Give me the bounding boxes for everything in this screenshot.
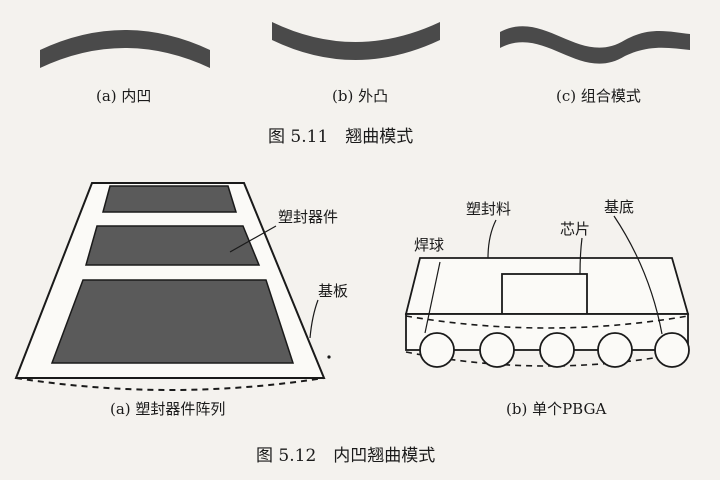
label-molding: 塑封料 [466,200,511,218]
label-solder: 焊球 [414,236,444,254]
component-row-2 [85,225,261,266]
leader-base [613,215,663,335]
solder-ball [419,332,455,368]
leader-chip [579,237,583,275]
figure-5-11-title: 图 5.11 翘曲模式 [268,127,413,147]
caption-array: (a) 塑封器件阵列 [110,400,225,418]
label-substrate: 基板 [318,282,348,300]
component-array [50,185,295,364]
solder-ball [479,332,515,368]
caption-combined: (c) 组合模式 [556,87,641,105]
label-base: 基底 [604,198,634,216]
speck [327,355,331,359]
solder-ball [539,332,575,368]
solder-ball [597,332,633,368]
label-chip: 芯片 [560,220,590,238]
leader-solder [424,261,441,334]
leader-molding [487,219,497,259]
caption-convex: (b) 外凸 [332,87,388,105]
label-component: 塑封器件 [278,208,338,226]
figure-5-12-title: 图 5.12 内凹翘曲模式 [256,446,435,466]
caption-concave: (a) 内凹 [96,87,151,105]
warpage-convex-strip [272,22,440,60]
solder-ball [654,332,690,368]
caption-pbga: (b) 单个PBGA [506,400,606,418]
component-row-3 [50,279,295,364]
warpage-combined-strip [500,26,690,64]
chip [501,273,588,315]
leader-component [229,225,277,253]
component-row-1 [102,185,238,213]
warped-outline-top [405,315,689,329]
leader-substrate [309,299,319,339]
warpage-concave-strip [40,30,210,68]
solder-ball-row [419,332,690,368]
